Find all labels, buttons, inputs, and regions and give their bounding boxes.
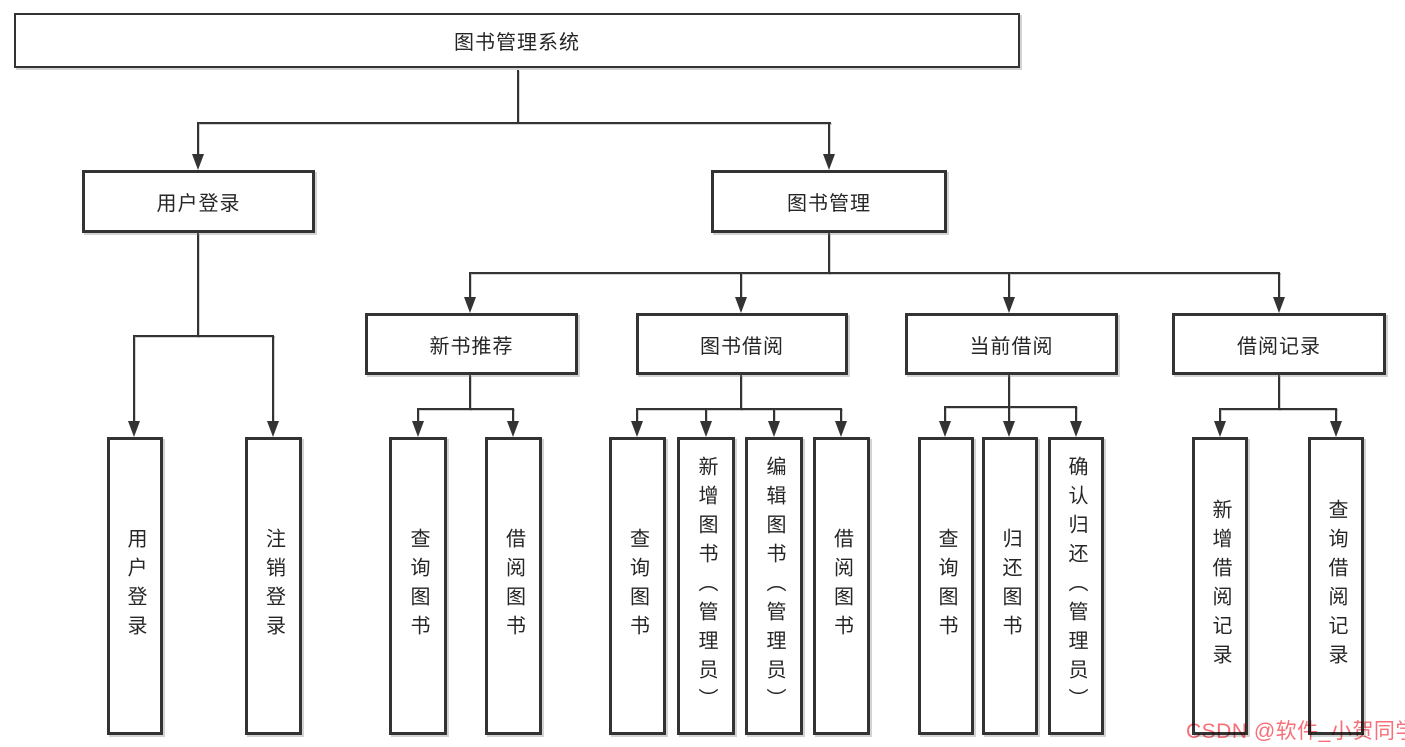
leaf-borrow-books-recommend: 借阅图书 [485, 437, 542, 735]
connector-line [740, 272, 742, 297]
arrowhead-icon [735, 297, 747, 313]
leaf-label: 查询图书 [935, 528, 957, 644]
node-user-login: 用户登录 [82, 170, 315, 233]
arrowhead-icon [1273, 297, 1285, 313]
connector-line [272, 335, 274, 421]
connector-line [417, 408, 514, 410]
connector-line [133, 335, 274, 337]
connector-line [133, 335, 135, 421]
connector-line [197, 122, 199, 154]
arrowhead-icon [1070, 421, 1082, 437]
leaf-query-borrow-record: 查询借阅记录 [1308, 437, 1364, 735]
arrowhead-icon [507, 421, 519, 437]
leaf-logout: 注销登录 [245, 437, 302, 735]
leaf-label: 查询图书 [626, 528, 649, 644]
connector-line [705, 408, 707, 421]
arrowhead-icon [1214, 421, 1226, 437]
node-book-borrowing: 图书借阅 [636, 313, 848, 375]
leaf-return-books: 归还图书 [982, 437, 1038, 735]
arrowhead-icon [823, 154, 835, 170]
leaf-label: 借阅图书 [830, 528, 853, 644]
connector-line [417, 408, 419, 421]
node-label: 借阅记录 [1237, 335, 1321, 358]
arrowhead-icon [267, 421, 279, 437]
arrowhead-icon [1003, 297, 1015, 313]
node-root-system: 图书管理系统 [14, 13, 1020, 68]
arrowhead-icon [128, 421, 140, 437]
connector-line [773, 408, 775, 421]
leaf-edit-book-admin: 编辑图书（管理员） [745, 437, 803, 735]
leaf-label: 用户登录 [124, 528, 146, 644]
leaf-borrow-books-borrowing: 借阅图书 [813, 437, 870, 735]
arrowhead-icon [700, 421, 712, 437]
connector-line [1335, 408, 1337, 421]
arrowhead-icon [1003, 421, 1015, 437]
connector-line [636, 408, 638, 421]
leaf-label: 查询借阅记录 [1325, 499, 1347, 673]
connector-line [944, 406, 946, 421]
connector-line [840, 408, 842, 421]
connector-line [1008, 272, 1010, 297]
connector-line [1219, 408, 1337, 410]
arrowhead-icon [631, 421, 643, 437]
node-label: 图书管理系统 [454, 32, 580, 54]
leaf-query-books-borrowing: 查询图书 [609, 437, 666, 735]
connector-line [469, 272, 1280, 274]
arrowhead-icon [412, 421, 424, 437]
connector-line [636, 408, 842, 410]
leaf-label: 借阅图书 [502, 528, 525, 644]
connector-line [944, 406, 1077, 408]
csdn-watermark: CSDN @软件_小贺同学 [1186, 720, 1405, 743]
node-label: 图书借阅 [700, 335, 784, 358]
arrowhead-icon [835, 421, 847, 437]
node-new-book-recommend: 新书推荐 [365, 313, 578, 375]
connector-line [469, 272, 471, 297]
connector-line [517, 70, 519, 122]
connector-line [828, 122, 830, 154]
arrowhead-icon [939, 421, 951, 437]
connector-line [1008, 406, 1010, 421]
connector-line [1278, 272, 1280, 297]
connector-line [512, 408, 514, 421]
arrowhead-icon [192, 154, 204, 170]
arrowhead-icon [1330, 421, 1342, 437]
connector-line [469, 375, 471, 410]
leaf-label: 确认归还（管理员） [1065, 455, 1087, 717]
node-label: 图书管理 [787, 193, 871, 215]
connector-line [197, 233, 199, 337]
node-label: 当前借阅 [969, 335, 1054, 358]
leaf-label: 新增借阅记录 [1209, 499, 1231, 673]
node-borrowing-records: 借阅记录 [1172, 313, 1386, 375]
leaf-label: 编辑图书（管理员） [763, 455, 785, 717]
node-label: 新书推荐 [429, 335, 514, 358]
connector-line [828, 233, 830, 274]
node-current-borrowing: 当前借阅 [905, 313, 1118, 375]
connector-line [1075, 406, 1077, 421]
leaf-query-books-current: 查询图书 [918, 437, 974, 735]
node-label: 用户登录 [156, 193, 241, 215]
leaf-query-books-recommend: 查询图书 [389, 437, 447, 735]
connector-line [197, 122, 831, 124]
leaf-label: 注销登录 [262, 528, 285, 644]
connector-line [1219, 408, 1221, 421]
connector-line [1008, 375, 1010, 408]
connector-line [740, 375, 742, 410]
leaf-add-book-admin: 新增图书（管理员） [677, 437, 735, 735]
node-book-management: 图书管理 [711, 170, 947, 233]
arrowhead-icon [464, 297, 476, 313]
connector-line [1278, 375, 1280, 410]
arrowhead-icon [768, 421, 780, 437]
leaf-label: 查询图书 [407, 528, 429, 644]
leaf-label: 新增图书（管理员） [695, 455, 717, 717]
leaf-add-borrow-record: 新增借阅记录 [1192, 437, 1248, 735]
leaf-user-login: 用户登录 [107, 437, 163, 735]
leaf-label: 归还图书 [999, 528, 1021, 644]
leaf-confirm-return-admin: 确认归还（管理员） [1048, 437, 1104, 735]
